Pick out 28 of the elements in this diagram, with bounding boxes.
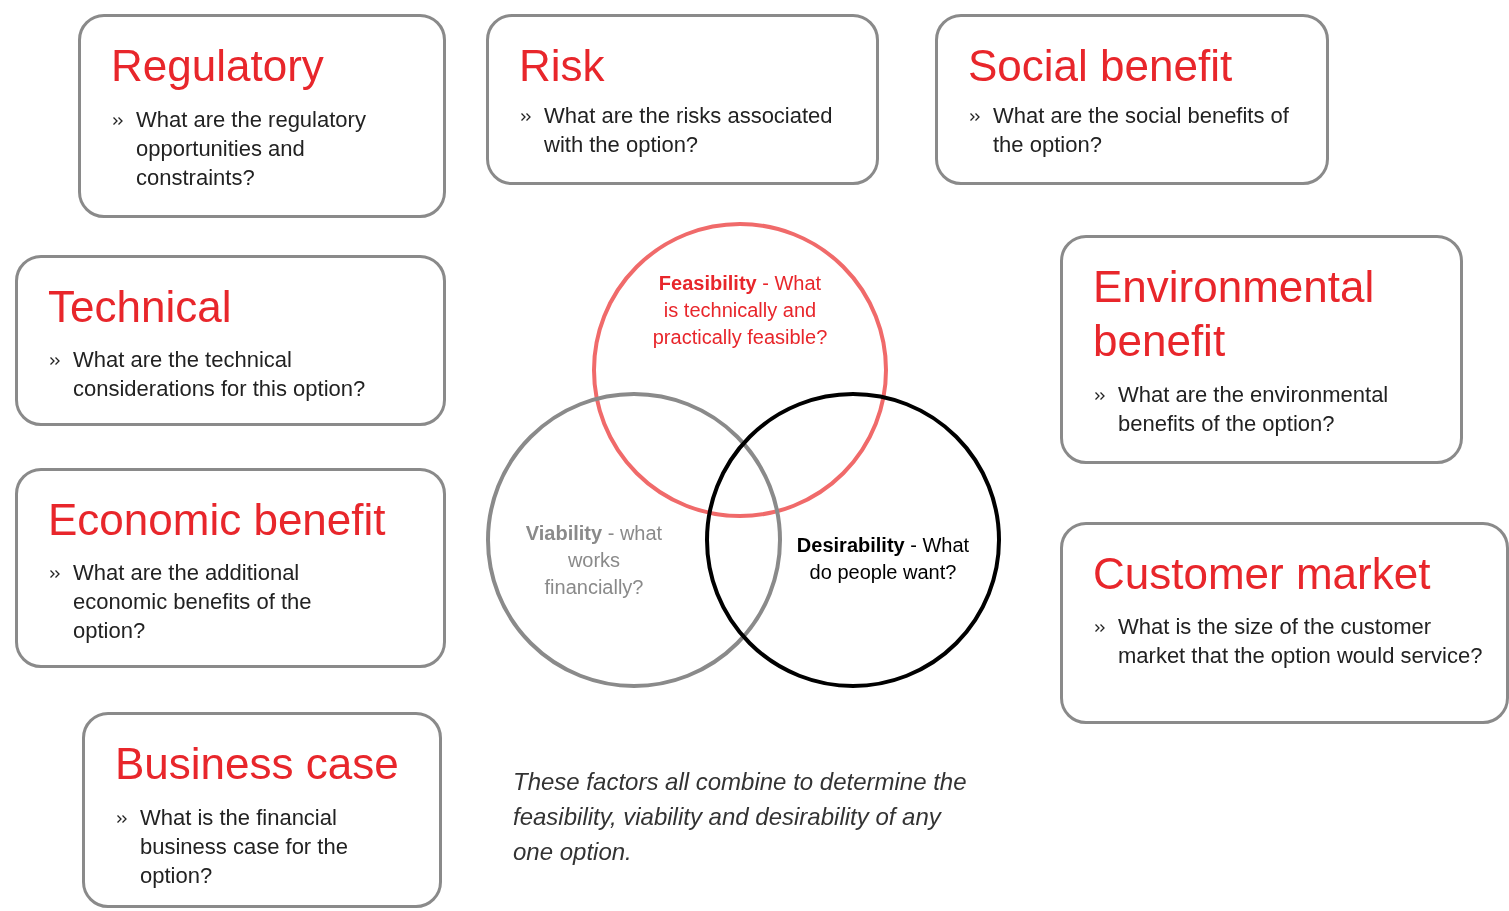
card-heading: Technical: [48, 281, 233, 333]
card-heading: Risk: [519, 40, 606, 92]
card-heading: Social benefit: [968, 40, 1234, 92]
venn-label: Desirability - What do people want?: [795, 533, 971, 585]
bullet-question: What are the social benefits of the option?: [993, 102, 1290, 159]
bullet-question: What are the environmental benefits of the option?: [1118, 381, 1390, 438]
venn-label: Viability - what works financially?: [524, 521, 664, 600]
factor-card: [82, 712, 442, 908]
factor-card: [78, 14, 446, 218]
bullet-question: What is the financial business case for the option?: [140, 804, 349, 890]
factor-card: [486, 14, 879, 185]
card-heading: Customer market: [1093, 548, 1432, 600]
card-heading: Regulatory: [111, 40, 325, 92]
factor-card: [1060, 235, 1463, 464]
bullet-question: What are the additional economic benefits of the option?: [73, 559, 313, 645]
card-heading: Environmental benefit: [1093, 261, 1376, 367]
caption: These factors all combine to determine the feasibility, viability and desirability of any one option.: [513, 767, 968, 867]
card-heading: Business case: [115, 738, 400, 790]
factor-card: [15, 255, 446, 426]
venn-label: Feasibility - What is technically and practically feasible?: [651, 271, 829, 350]
bullet-question: What are the regulatory opportunities and constraints?: [136, 106, 367, 192]
factor-card: [935, 14, 1329, 185]
factor-card: [1060, 522, 1509, 724]
bullet-question: What are the risks associated with the option?: [544, 102, 834, 159]
bullet-question: What are the technical considerations for this option?: [73, 346, 367, 403]
card-heading: Economic benefit: [48, 494, 387, 546]
factor-card: [15, 468, 446, 668]
bullet-question: What is the size of the customer market that the option would service?: [1118, 613, 1484, 670]
